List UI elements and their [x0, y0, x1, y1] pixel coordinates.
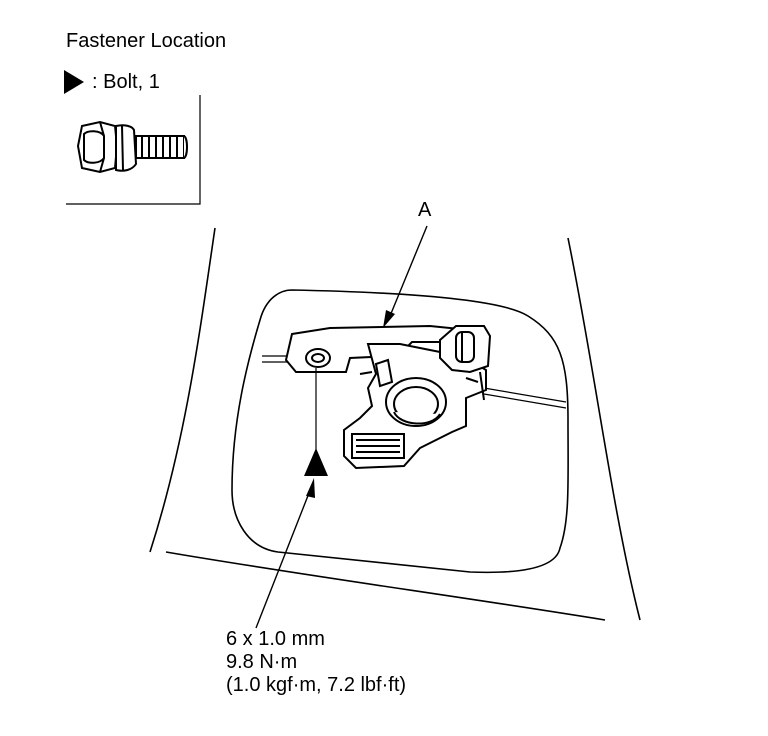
spec-torque-alt: (1.0 kgf·m, 7.2 lbf·ft)	[226, 674, 407, 696]
callout-a-leader	[383, 225, 428, 328]
legend-text: : Bolt, 1	[92, 71, 160, 93]
spec-bolt-size: 6 x 1.0 mm	[226, 628, 325, 650]
sensor-component	[284, 324, 492, 470]
spec-torque-nm: 9.8 N·m	[226, 651, 298, 673]
panel-bottom-edge	[165, 551, 606, 621]
bolt-marker-legend-icon	[64, 70, 84, 94]
bolt-marker-triangle-icon	[304, 448, 328, 476]
panel-right-edge	[567, 237, 641, 621]
bolt-icon	[76, 120, 188, 174]
bolt-location-marker	[304, 368, 328, 476]
mounting-recess	[231, 289, 569, 574]
body-panel	[149, 227, 641, 621]
legend: : Bolt, 1	[64, 70, 160, 94]
panel-crease	[262, 355, 567, 409]
panel-left-edge	[149, 227, 216, 553]
spec-leader	[255, 478, 315, 629]
page-title: Fastener Location	[66, 30, 227, 52]
callout-a-label: A	[418, 199, 432, 221]
legend-frame	[66, 95, 201, 205]
